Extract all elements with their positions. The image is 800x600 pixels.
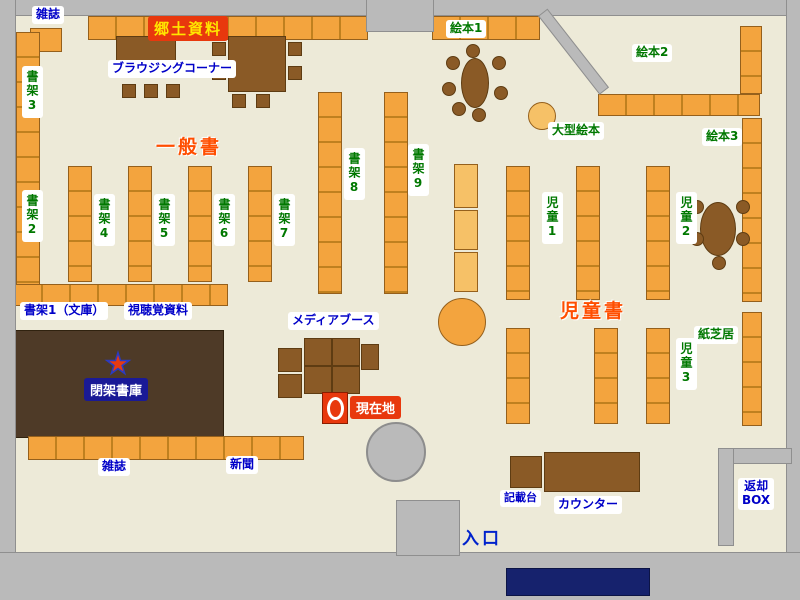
label-picture-books-2: 絵本2 xyxy=(632,44,673,62)
media-booth-seat xyxy=(304,366,332,394)
label-shelf-7: 書架7 xyxy=(274,194,295,246)
chair xyxy=(472,108,486,122)
shelf-6-block xyxy=(188,166,212,282)
shelf-large-picture-books-2 xyxy=(454,210,478,250)
label-return-box: 返却 BOX xyxy=(738,478,775,510)
chair xyxy=(144,84,158,98)
label-return-box-line2: BOX xyxy=(742,492,771,507)
wall-right xyxy=(786,0,800,600)
shelf-magazines-newspapers xyxy=(28,436,304,460)
shelf-children-3 xyxy=(646,328,670,424)
round-table-large-picture-books xyxy=(528,102,556,130)
pillar xyxy=(366,422,426,482)
wall-entrance-block xyxy=(396,500,460,556)
chair xyxy=(712,256,726,270)
counter-desk xyxy=(544,452,640,492)
shelf-large-picture-books-1 xyxy=(454,164,478,208)
shelf-large-picture-books-3 xyxy=(454,252,478,292)
label-kamishibai: 紙芝居 xyxy=(694,326,739,344)
media-booth-seat xyxy=(278,374,302,398)
chair xyxy=(122,84,136,98)
shelf-children-1a xyxy=(506,166,530,300)
shelf-1-bunko-av xyxy=(14,284,228,306)
shelf-5-block xyxy=(128,166,152,282)
label-children-books: 児童書 xyxy=(560,300,627,322)
label-closed-stacks: 閉架書庫 xyxy=(84,378,149,401)
shelf-7-block xyxy=(248,166,272,282)
label-children-1: 児童1 xyxy=(542,192,563,244)
round-table-center xyxy=(438,298,486,346)
chair xyxy=(288,42,302,56)
shelf-8-block xyxy=(318,92,342,294)
shelf-picture-books-2 xyxy=(598,94,760,116)
media-booth-seat xyxy=(332,366,360,394)
chair xyxy=(492,56,506,70)
media-booth-seat xyxy=(278,348,302,372)
label-picture-books-3: 絵本3 xyxy=(702,128,743,146)
label-large-picture-books: 大型絵本 xyxy=(548,122,605,140)
label-shelf-1-bunko: 書架1（文庫） xyxy=(20,302,109,320)
chair xyxy=(466,44,480,58)
chair xyxy=(452,102,466,116)
wall-top-protrusion xyxy=(366,0,434,32)
label-audio-visual: 視聴覚資料 xyxy=(124,302,193,320)
shelf-children-2 xyxy=(646,166,670,300)
label-browsing-corner: ブラウジングコーナー xyxy=(108,60,237,78)
label-magazines-top: 雑誌 xyxy=(32,6,65,24)
label-shelf-8: 書架8 xyxy=(344,148,365,200)
chair xyxy=(446,56,460,70)
label-children-3: 児童3 xyxy=(676,338,697,390)
chair xyxy=(288,66,302,80)
shelf-4-block xyxy=(68,166,92,282)
chair xyxy=(736,232,750,246)
chair xyxy=(212,42,226,56)
label-shelf-2: 書架2 xyxy=(22,190,43,242)
chair xyxy=(494,86,508,100)
label-shelf-4: 書架4 xyxy=(94,194,115,246)
label-shelf-3: 書架3 xyxy=(22,66,43,118)
chair xyxy=(736,200,750,214)
media-booth-seat xyxy=(332,338,360,366)
shelf-right-wall-mid xyxy=(742,118,762,302)
label-return-box-line1: 返却 xyxy=(744,479,769,493)
label-magazines-bottom: 雑誌 xyxy=(98,458,131,476)
label-media-booth: メディアブース xyxy=(288,312,379,330)
oval-table-picture-books xyxy=(461,58,489,108)
shelf-children-low-b xyxy=(594,328,618,424)
media-booth-seat xyxy=(361,344,379,370)
label-entrance: 入口 xyxy=(462,529,502,549)
browsing-table-2 xyxy=(228,36,286,92)
chair xyxy=(256,94,270,108)
writing-desk xyxy=(510,456,542,488)
shelf-children-low-a xyxy=(506,328,530,424)
label-current-location: 現在地 xyxy=(350,396,402,419)
label-shelf-6: 書架6 xyxy=(214,194,235,246)
shelf-kamishibai xyxy=(742,312,762,426)
label-counter: カウンター xyxy=(554,496,623,514)
wall-returnbox-left xyxy=(718,448,734,546)
label-children-2: 児童2 xyxy=(676,192,697,244)
entrance-mat xyxy=(506,568,650,596)
chair xyxy=(166,84,180,98)
label-local-materials: 郷土資料 xyxy=(148,16,229,41)
label-writing-desk: 記載台 xyxy=(500,490,541,507)
label-picture-books-1: 絵本1 xyxy=(446,20,487,38)
label-newspapers: 新聞 xyxy=(226,456,259,474)
shelf-right-wall-top xyxy=(740,26,762,94)
shelf-children-1b xyxy=(576,166,600,300)
chair xyxy=(232,94,246,108)
label-shelf-5: 書架5 xyxy=(154,194,175,246)
current-location-marker xyxy=(326,397,344,420)
label-shelf-9: 書架9 xyxy=(408,144,429,196)
media-booth-seat xyxy=(304,338,332,366)
wall-left xyxy=(0,0,16,600)
shelf-9-block xyxy=(384,92,408,294)
wall-bottom xyxy=(0,552,800,600)
current-location-booth xyxy=(322,392,348,424)
oval-table-children xyxy=(700,202,736,256)
label-general-books: 一般書 xyxy=(156,136,223,158)
chair xyxy=(442,82,456,96)
